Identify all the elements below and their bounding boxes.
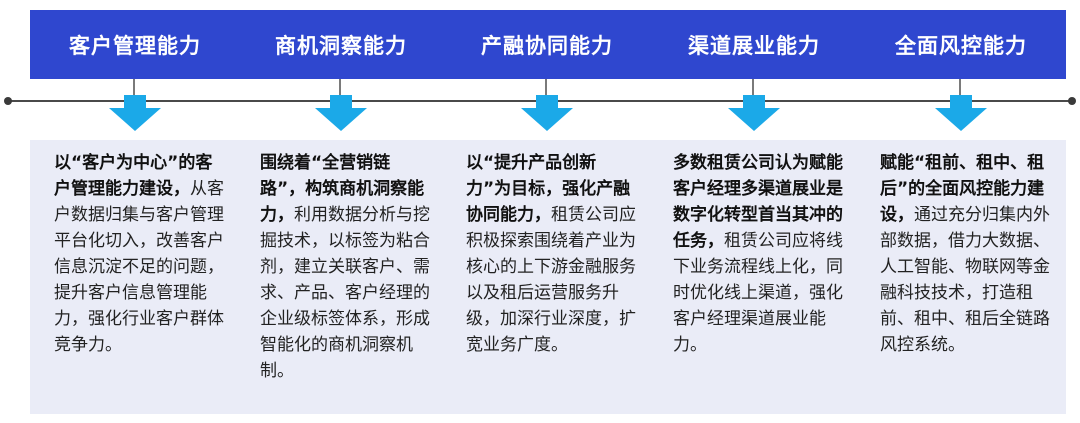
- column-header: 全面风控能力: [856, 10, 1066, 79]
- card-body-text: 利用数据分析与挖掘技术，以标签为粘合剂，建立关联客户、需求、产品、客户经理的企业…: [260, 205, 430, 381]
- column-header: 客户管理能力: [30, 10, 240, 79]
- card-body-text: 租赁公司应积极探索围绕着产业为核心的上下游金融服务以及租后运营服务升级，加深行业…: [466, 205, 636, 355]
- down-arrow-icon: [315, 95, 367, 131]
- connector-line: [545, 79, 547, 96]
- description-card: 以“客户为中心”的客户管理能力建设，从客户数据归集与客户管理平台化切入，改善客户…: [30, 140, 240, 414]
- card-bold-text: 赋能“租前、租中、租后”的全面风控能力建设，: [880, 153, 1045, 225]
- card-body-text: 租赁公司应将线下业务流程线上化，同时优化线上渠道，强化客户经理渠道展业能力。: [673, 231, 843, 355]
- connector-line: [339, 79, 341, 96]
- description-card: 赋能“租前、租中、租后”的全面风控能力建设，通过充分归集内外部数据，借力大数据、…: [856, 140, 1066, 414]
- down-arrow-icon: [728, 95, 780, 131]
- connector-line: [752, 79, 754, 96]
- connector-line: [959, 79, 961, 96]
- description-card: 围绕着“全营销链路”，构筑商机洞察能力，利用数据分析与挖掘技术，以标签为粘合剂，…: [236, 140, 446, 414]
- description-card: 以“提升产品创新力”为目标，强化产融协同能力，租赁公司应积极探索围绕着产业为核心…: [442, 140, 652, 414]
- column-header: 产融协同能力: [442, 10, 652, 79]
- column-header: 商机洞察能力: [236, 10, 446, 79]
- down-arrow-icon: [109, 95, 161, 131]
- card-body-text: 从客户数据归集与客户管理平台化切入，改善客户信息沉淀不足的问题，提升客户信息管理…: [54, 179, 224, 355]
- card-bold-text: 以“提升产品创新力”为目标，强化产融协同能力，: [466, 153, 631, 225]
- timeline-start-dot: [4, 97, 12, 105]
- card-bold-text: 围绕着“全营销链路”，构筑商机洞察能力，: [260, 153, 425, 225]
- description-card: 多数租赁公司认为赋能客户经理多渠道展业是数字化转型首当其冲的任务，租赁公司应将线…: [649, 140, 859, 414]
- column-opportunity-insight: 商机洞察能力 围绕着“全营销链路”，构筑商机洞察能力，利用数据分析与挖掘技术，以…: [236, 0, 446, 423]
- column-header: 渠道展业能力: [649, 10, 859, 79]
- card-bold-text: 多数租赁公司认为赋能客户经理多渠道展业是数字化转型首当其冲的任务，: [673, 153, 843, 251]
- down-arrow-icon: [935, 95, 987, 131]
- down-arrow-icon: [521, 95, 573, 131]
- column-customer-management: 客户管理能力 以“客户为中心”的客户管理能力建设，从客户数据归集与客户管理平台化…: [30, 0, 240, 423]
- column-risk-control: 全面风控能力 赋能“租前、租中、租后”的全面风控能力建设，通过充分归集内外部数据…: [856, 0, 1066, 423]
- column-industry-finance-synergy: 产融协同能力 以“提升产品创新力”为目标，强化产融协同能力，租赁公司应积极探索围…: [442, 0, 652, 423]
- timeline-end-dot: [1068, 97, 1076, 105]
- card-body-text: 通过充分归集内外部数据，借力大数据、人工智能、物联网等金融科技技术，打造租前、租…: [880, 205, 1050, 355]
- card-bold-text: 以“客户为中心”的客户管理能力建设，: [54, 153, 213, 199]
- column-channel-expansion: 渠道展业能力 多数租赁公司认为赋能客户经理多渠道展业是数字化转型首当其冲的任务，…: [649, 0, 859, 423]
- connector-line: [133, 79, 135, 96]
